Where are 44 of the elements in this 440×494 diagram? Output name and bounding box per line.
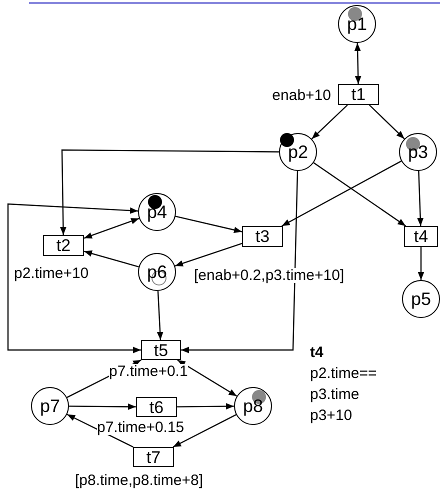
arc-arrow: [177, 359, 238, 397]
place-circle: p7: [31, 387, 69, 425]
note-text: p2.time==: [310, 366, 377, 381]
place-circle: p8: [234, 387, 272, 425]
place-circle: p5: [402, 280, 440, 318]
transition-box: t3: [242, 226, 283, 247]
transition-box: t2: [43, 235, 84, 256]
transition-box: t4: [404, 226, 438, 247]
arc-arrow: [181, 170, 298, 354]
place-circle: p2: [279, 133, 317, 171]
timing-label: enab+10: [272, 88, 331, 103]
arc-arrow: [156, 290, 164, 340]
arc-arrow: [172, 414, 236, 448]
arc-arrow: [84, 250, 139, 268]
place-circle: p4: [138, 193, 176, 231]
arc-arrow: [354, 42, 362, 84]
arc-arrow: [418, 247, 424, 280]
arc-arrow: [282, 160, 402, 227]
timing-label: p2.time+10: [14, 266, 89, 281]
note-text: p3+10: [310, 408, 352, 423]
timing-label: [enab+0.2,p3.time+10]: [194, 268, 344, 283]
arc-arrow: [417, 170, 424, 226]
arc-arrow: [177, 403, 234, 410]
timing-label: [p8.time,p8.time+8]: [75, 473, 203, 488]
arc-arrow: [7, 203, 141, 354]
place-circle: p3: [399, 133, 437, 171]
arc-arrow: [311, 104, 348, 140]
place-circle: p1: [338, 5, 376, 43]
transition-box: t1: [338, 84, 379, 105]
arc-arrow: [69, 404, 136, 410]
transition-box: t7: [133, 447, 174, 467]
place-circle: p6: [138, 253, 176, 291]
arc-arrow: [313, 162, 406, 226]
timing-label: p7.time+0.1: [109, 364, 188, 379]
timing-label: p7.time+0.15: [97, 420, 184, 435]
note-heading: t4: [310, 345, 324, 360]
arc-arrow: [368, 104, 405, 140]
arc-arrow: [174, 242, 242, 266]
arc-arrow: [84, 218, 140, 239]
note-text: p3.time: [310, 387, 360, 402]
transition-box: t6: [136, 397, 177, 417]
transition-box: t5: [141, 340, 181, 360]
arc-arrow: [60, 149, 279, 235]
arc-arrow: [175, 216, 242, 234]
